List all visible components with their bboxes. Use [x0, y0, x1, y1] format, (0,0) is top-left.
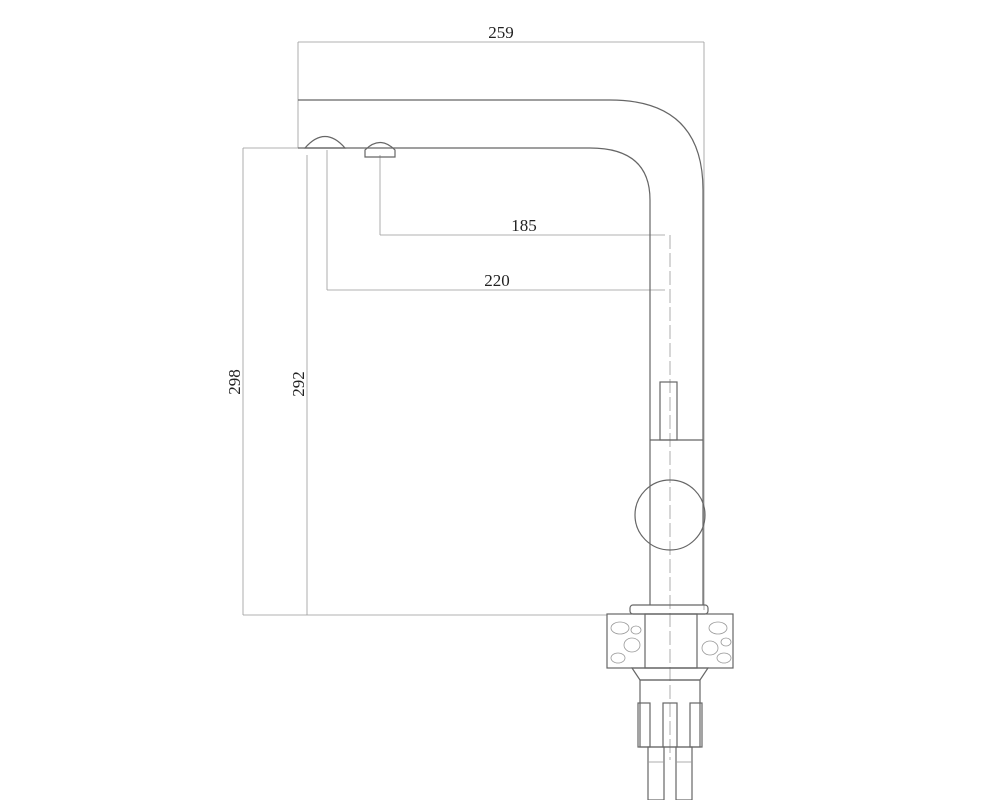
- dim-label-220: 220: [484, 271, 510, 290]
- dimension-lines: [242, 41, 705, 760]
- aerator-outlet-1: [303, 135, 347, 149]
- base: [606, 604, 734, 800]
- lever-handle: [634, 381, 706, 551]
- dim-label-259: 259: [488, 23, 514, 42]
- spout: [298, 99, 704, 605]
- dim-label-292: 292: [289, 371, 308, 397]
- dim-label-185: 185: [511, 216, 537, 235]
- dim-label-298: 298: [225, 369, 244, 395]
- stone-pattern: [610, 621, 732, 664]
- hose-left: [647, 746, 665, 800]
- aerator-outlet-2: [364, 141, 396, 158]
- handle-knob: [634, 479, 706, 551]
- hose-right: [675, 746, 693, 800]
